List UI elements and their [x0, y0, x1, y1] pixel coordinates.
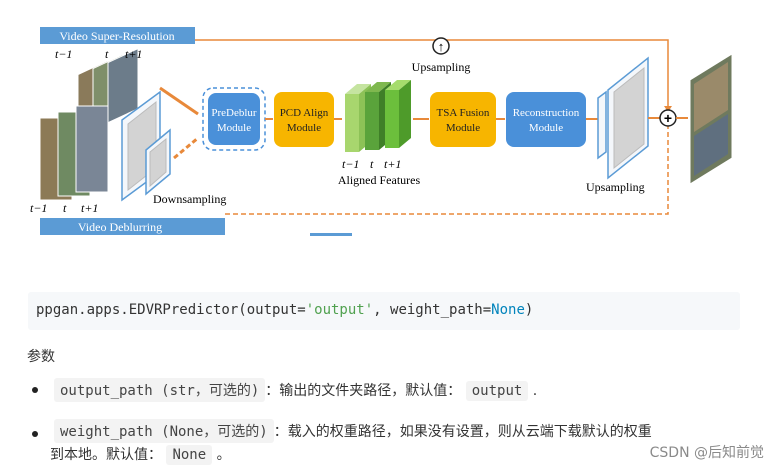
param-desc: ：载入的权重路径，如果没有设置，则从云端下载默认的权重: [273, 424, 652, 440]
aligned-label-2: t+1: [384, 157, 401, 171]
param-item-weight-path: weight_path (None，可选的)：载入的权重路径，如果没有设置，则从…: [54, 419, 652, 443]
csdn-watermark: CSDN @后知前觉: [649, 445, 764, 461]
downsampling-label: Downsampling: [153, 192, 226, 206]
input-label-bottom-0: t−1: [30, 201, 47, 215]
upsampling-top-label: Upsampling: [412, 60, 471, 74]
aligned-label-0: t−1: [342, 157, 359, 171]
param-desc-line2: 到本地。默认值：: [50, 447, 162, 463]
pcd-label-line2: Module: [287, 122, 321, 134]
param-end: .: [532, 383, 538, 399]
skip-connection-top: [195, 39, 669, 108]
tsa-label-line2: Module: [446, 122, 480, 134]
param-end: 。: [216, 447, 231, 463]
param-item-weight-path-line2: 到本地。默认值： None 。: [50, 444, 231, 465]
code-arg-weight: None: [491, 302, 525, 318]
code-arg-output: 'output': [305, 302, 374, 318]
input-label-bottom-2: t+1: [81, 201, 98, 215]
aligned-features-blocks: [345, 80, 411, 152]
recon-label-line1: Reconstruction: [513, 107, 580, 119]
pcd-align-module: [274, 92, 334, 147]
small-blue-mark: [310, 233, 352, 236]
input-frames-bottom: [39, 105, 109, 201]
tsa-fusion-module: [430, 92, 496, 147]
param-default-chip: None: [166, 445, 213, 465]
code-block: ppgan.apps.EDVRPredictor(output='output'…: [28, 292, 740, 330]
bullet-dot: [32, 387, 38, 393]
banner-top-label: Video Super-Resolution: [59, 29, 174, 43]
predeblur-label-line1: PreDeblur: [211, 107, 257, 119]
code-prefix: ppgan.apps.EDVRPredictor(output=: [36, 302, 306, 318]
aligned-features-label: Aligned Features: [338, 173, 421, 187]
edvr-architecture-figure: Video Super-Resolution Video Deblurring …: [30, 27, 733, 236]
param-default-chip: output: [465, 381, 529, 401]
reconstruction-module: [506, 92, 586, 147]
code-suffix: ): [524, 302, 534, 318]
banner-bottom-label: Video Deblurring: [78, 220, 162, 234]
banner-bottom: [40, 218, 225, 235]
upsampling-right-label: Upsampling: [586, 180, 645, 194]
input-label-top-0: t−1: [55, 47, 72, 61]
input-label-top-2: t+1: [125, 47, 142, 61]
code-line: ppgan.apps.EDVRPredictor(output='output'…: [36, 302, 533, 318]
input-label-bottom-1: t: [63, 201, 67, 215]
bullet-dot: [32, 431, 38, 437]
param-desc: ：输出的文件夹路径，默认值：: [265, 383, 462, 399]
param-name-chip: weight_path (None，可选的): [54, 419, 274, 443]
up-arrow-icon: ↑: [438, 39, 445, 54]
recon-label-line2: Module: [529, 122, 563, 134]
aligned-label-1: t: [370, 157, 374, 171]
predeblur-label-line2: Module: [217, 122, 251, 134]
input-label-top-1: t: [105, 47, 109, 61]
upsampling-block-small: [597, 90, 607, 160]
tsa-label-line1: TSA Fusion: [437, 107, 490, 119]
predeblur-module: [208, 93, 260, 145]
architecture-diagram: Video Super-Resolution Video Deblurring …: [30, 27, 733, 236]
skip-connection-bottom: [225, 126, 669, 215]
pcd-label-line1: PCD Align: [280, 107, 329, 119]
code-middle: , weight_path=: [373, 302, 492, 318]
param-item-output-path: output_path (str，可选的)：输出的文件夹路径，默认值： outp…: [54, 378, 537, 402]
param-name-chip: output_path (str，可选的): [54, 378, 266, 402]
banner-top: [40, 27, 195, 44]
plus-icon: +: [664, 110, 672, 126]
params-title: 参数: [27, 349, 55, 365]
upsample-circle: [432, 37, 450, 55]
